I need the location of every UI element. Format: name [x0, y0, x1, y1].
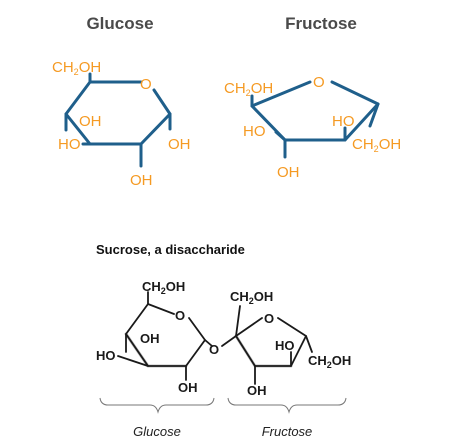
sucrose-fructose-ch2oh-label: CH2OH [230, 289, 273, 306]
glucose-left-ho-label: HO [58, 136, 81, 153]
fructose-ring-oxygen: O [313, 74, 325, 91]
sucrose-glucose-ch2oh-label: CH2OH [142, 279, 185, 296]
brace-group [99, 397, 347, 414]
glucose-structure: O CH2OH OH HO OH OH [52, 59, 191, 189]
sucrose-bonds [117, 291, 313, 385]
glucose-title: Glucose [86, 14, 153, 33]
glucose-ring-oxygen: O [140, 76, 152, 93]
fructose-bonds [250, 80, 380, 159]
glucose-inner-oh-label: OH [79, 113, 102, 130]
sucrose-caption: Sucrose, a disaccharide [96, 242, 245, 257]
sucrose-fructose-ring-oxygen: O [264, 311, 274, 326]
fructose-inner-ho-label: HO [332, 113, 355, 130]
glucose-brace-label: Glucose [133, 424, 181, 439]
glucose-ch2oh-label: CH2OH [52, 59, 101, 77]
fructose-ch2oh-right-label: CH2OH [352, 136, 401, 154]
fructose-structure: O CH2OH HO HO CH2OH OH [224, 74, 401, 181]
fructose-ch2oh-label: CH2OH [224, 80, 273, 98]
sucrose-bridge-oxygen: O [209, 342, 219, 357]
fructose-brace [227, 397, 347, 414]
glucose-right-oh-label: OH [168, 136, 191, 153]
sucrose-structure: CH2OH CH2OH O O O OH HO OH HO CH2OH OH [96, 279, 351, 398]
sucrose-fructose-bottom-oh-label: OH [247, 383, 267, 398]
sucrose-glucose-bottom-oh-label: OH [178, 380, 198, 395]
sucrose-glucose-ho-label: HO [96, 348, 116, 363]
sucrose-glucose-ring-oxygen: O [175, 308, 185, 323]
fructose-left-ho-label: HO [243, 123, 266, 140]
glucose-bottom-oh-label: OH [130, 172, 153, 189]
sucrose-glucose-inner-oh-label: OH [140, 331, 160, 346]
sucrose-fructose-ho-label: HO [275, 338, 295, 353]
fructose-bottom-oh-label: OH [277, 164, 300, 181]
glucose-brace [99, 397, 215, 414]
sucrose-fructose-ch2oh-right-label: CH2OH [308, 353, 351, 370]
glucose-bonds [64, 72, 172, 168]
fructose-brace-label: Fructose [262, 424, 313, 439]
fructose-title: Fructose [285, 14, 357, 33]
